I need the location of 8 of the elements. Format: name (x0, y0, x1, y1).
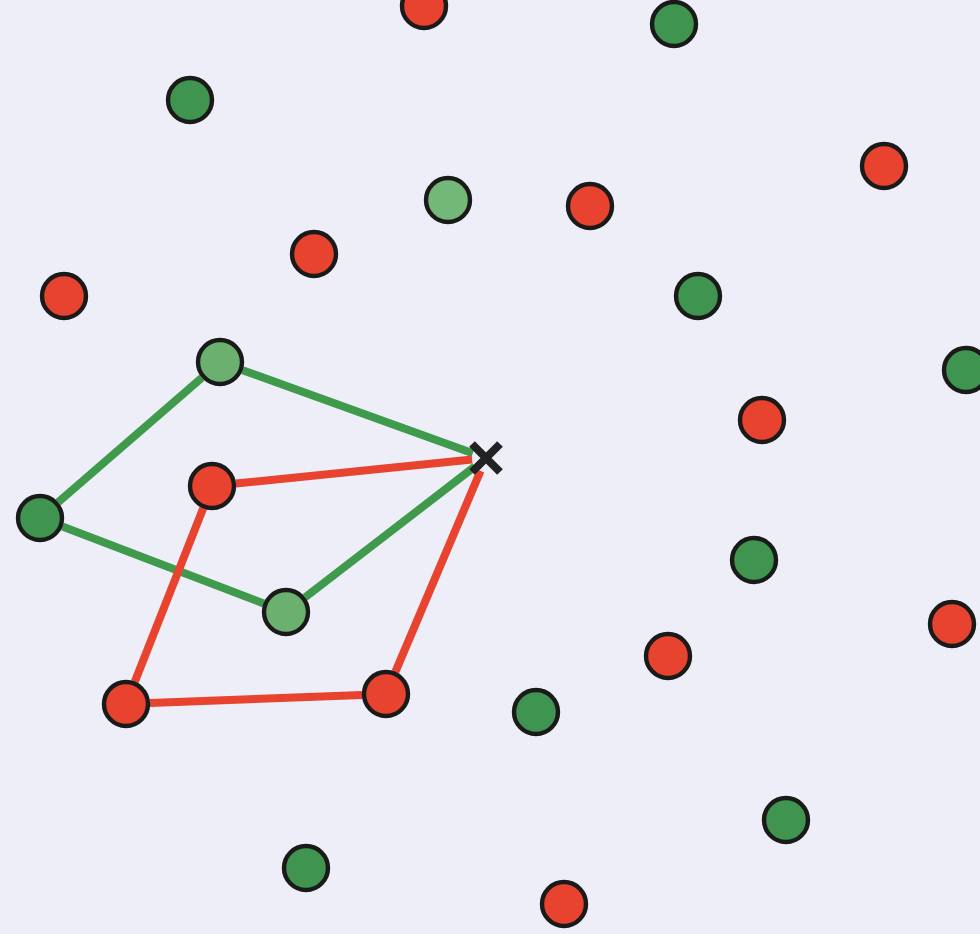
connector-line (391, 469, 485, 674)
connector-line (235, 455, 473, 488)
connector-line (131, 506, 207, 684)
connector-line (302, 463, 478, 601)
connector-line (241, 366, 475, 457)
connector-line (149, 690, 363, 708)
connector-line (61, 522, 265, 608)
connector-line (55, 374, 205, 506)
